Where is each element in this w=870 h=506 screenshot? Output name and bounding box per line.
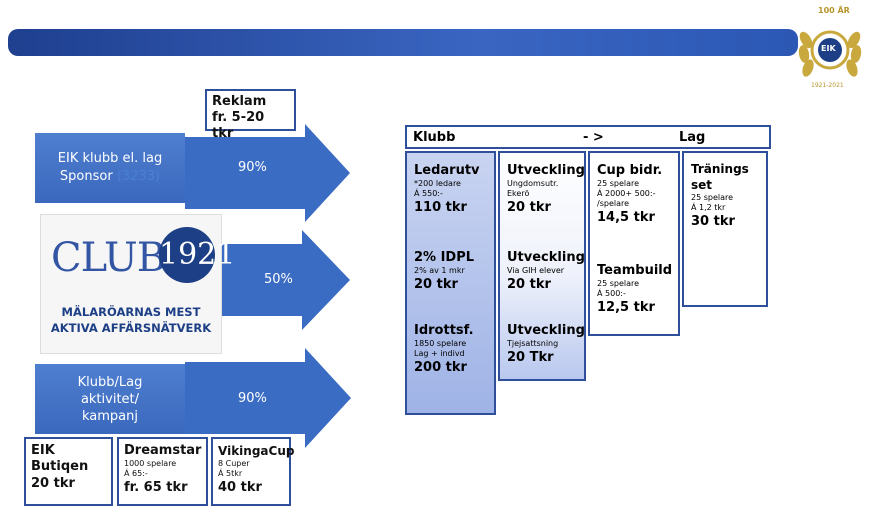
idrottsf-s1: 1850 spelare <box>414 339 467 348</box>
vikingacup-cups: 8 Cuper <box>218 459 250 468</box>
utv2-value: 20 tkr <box>507 277 551 292</box>
cup-title: Cup bidr. <box>597 163 663 178</box>
ledarutv-s1: *200 ledare <box>414 179 461 188</box>
dreamstar-players: 1000 spelare <box>124 459 177 468</box>
vikingacup-box: VikingaCup 8 Cuper Á 5tkr 40 tkr <box>211 437 295 506</box>
traning-title: Tränings set <box>691 162 749 192</box>
arrow-1-label: 90% <box>238 160 267 175</box>
cup-value: 14,5 tkr <box>597 210 655 225</box>
teambuild-block: Teambuild 25 spelare Á 500:- 12,5 tkr <box>597 263 674 316</box>
club-year-badge: 1921 <box>159 227 235 283</box>
header-arrow: - > <box>583 130 604 145</box>
logo-center-text: EIK <box>821 44 836 53</box>
kampanj-box: Klubb/Lag aktivitet/ kampanj <box>35 364 185 434</box>
utv1-title: Utveckling <box>507 163 585 178</box>
column-cup: Cup bidr. 25 spelare Á 2000+ 500:- /spel… <box>588 151 680 336</box>
utv1-value: 20 tkr <box>507 200 551 215</box>
column-traning: Tränings set 25 spelare Á 1,2 tkr 30 tkr <box>682 151 768 307</box>
idrottsf-title: Idrottsf. <box>414 323 474 338</box>
utv3-title: Utveckling <box>507 323 585 338</box>
utv1-s2: Ekerö <box>507 189 530 198</box>
sponsor-line1: EIK klubb el. lag <box>57 151 163 166</box>
teambuild-s2: Á 500:- <box>597 289 626 298</box>
arrow-1 <box>185 124 350 222</box>
cup-block: Cup bidr. 25 spelare Á 2000+ 500:- /spel… <box>597 163 674 226</box>
idrottsf-value: 200 tkr <box>414 360 467 375</box>
utv1-block: Utveckling Ungdomsutr. Ekerö 20 tkr <box>507 163 585 216</box>
club-tagline-2: AKTIVA AFFÄRSNÄTVERK <box>50 321 212 335</box>
ledarutv-block: Ledarutv *200 ledare Á 550:- 110 tkr <box>414 163 490 216</box>
arrow-3-label: 90% <box>238 391 267 406</box>
vikingacup-title: VikingaCup <box>218 444 295 458</box>
utv1-s1: Ungdomsutr. <box>507 179 559 188</box>
vikingacup-value: 40 tkr <box>218 480 262 495</box>
vikingacup-price: Á 5tkr <box>218 469 243 478</box>
club-tagline-1: MÄLARÖARNAS MEST <box>61 305 201 319</box>
dreamstar-price: Á 65:- <box>124 469 148 478</box>
column-utveckling: Utveckling Ungdomsutr. Ekerö 20 tkr Utve… <box>498 151 586 381</box>
flow-header: Klubb - > Lag <box>405 125 771 149</box>
sponsor-line2: Sponsor <box>59 169 113 184</box>
arrow-3 <box>185 348 351 448</box>
idpl-block: 2% IDPL 2% av 1 mkr 20 tkr <box>414 250 490 293</box>
sponsor-box: EIK klubb el. lag Sponsor (3233) <box>35 133 185 203</box>
butiqen-box: EIK Butiqen 20 tkr <box>24 437 113 506</box>
idpl-s1: 2% av 1 mkr <box>414 266 465 275</box>
cup-s3: /spelare <box>597 199 630 208</box>
idrottsf-block: Idrottsf. 1850 spelare Lag + indivd 200 … <box>414 323 490 376</box>
traning-block: Tränings set 25 spelare Á 1,2 tkr 30 tkr <box>691 161 762 230</box>
header-right: Lag <box>679 130 706 145</box>
club-name: CLUB <box>51 235 166 281</box>
idpl-value: 20 tkr <box>414 277 458 292</box>
idrottsf-s2: Lag + indivd <box>414 349 465 358</box>
logo-years: 1921-2021 <box>811 82 844 89</box>
dreamstar-title: Dreamstar <box>124 443 202 458</box>
ledarutv-title: Ledarutv <box>414 163 480 178</box>
sponsor-number: (3233) <box>116 169 161 184</box>
utv2-title: Utveckling <box>507 250 585 265</box>
dreamstar-box: Dreamstar 1000 spelare Á 65:- fr. 65 tkr <box>117 437 208 506</box>
teambuild-s1: 25 spelare <box>597 279 640 288</box>
teambuild-value: 12,5 tkr <box>597 300 655 315</box>
reklam-box: Reklam fr. 5-20 tkr <box>205 89 296 141</box>
utv2-block: Utveckling Via GIH elever 20 tkr <box>507 250 585 293</box>
utv2-s1: Via GIH elever <box>507 266 565 275</box>
cup-s1: 25 spelare <box>597 179 640 188</box>
header-banner <box>8 29 798 56</box>
reklam-title: Reklam <box>212 94 267 109</box>
column-ledarutv: Ledarutv *200 ledare Á 550:- 110 tkr 2% … <box>405 151 496 415</box>
utv3-s1: Tjejsattsning <box>507 339 559 348</box>
club-1921-logo: CLUB 1921 MÄLARÖARNAS MEST AKTIVA AFFÄRS… <box>40 214 235 354</box>
utv3-value: 20 Tkr <box>507 350 554 365</box>
arrow-2 <box>222 230 350 330</box>
utv3-block: Utveckling Tjejsattsning 20 Tkr <box>507 323 585 366</box>
butiqen-value: 20 tkr <box>31 476 75 491</box>
cup-s2: Á 2000+ 500:- <box>597 189 656 198</box>
butiqen-title2: Butiqen <box>31 459 89 474</box>
arrow-2-label: 50% <box>264 272 293 287</box>
ledarutv-s2: Á 550:- <box>414 189 443 198</box>
idpl-title: 2% IDPL <box>414 250 475 265</box>
traning-s1: 25 spelare <box>691 193 734 202</box>
teambuild-title: Teambuild <box>597 263 673 278</box>
butiqen-title: EIK <box>31 443 55 458</box>
logo-top-text: 100 ÅR <box>818 6 850 15</box>
traning-value: 30 tkr <box>691 214 735 229</box>
ledarutv-value: 110 tkr <box>414 200 467 215</box>
kampanj-line2: aktivitet/ <box>80 391 140 407</box>
eik-logo: 100 ÅR EIK 1921-2021 <box>796 2 864 94</box>
dreamstar-value: fr. 65 tkr <box>124 480 188 495</box>
laurel-icon <box>798 30 862 77</box>
traning-s2: Á 1,2 tkr <box>691 203 726 212</box>
header-left: Klubb <box>413 130 456 145</box>
kampanj-line1: Klubb/Lag <box>77 374 143 390</box>
kampanj-line3: kampanj <box>81 408 138 424</box>
